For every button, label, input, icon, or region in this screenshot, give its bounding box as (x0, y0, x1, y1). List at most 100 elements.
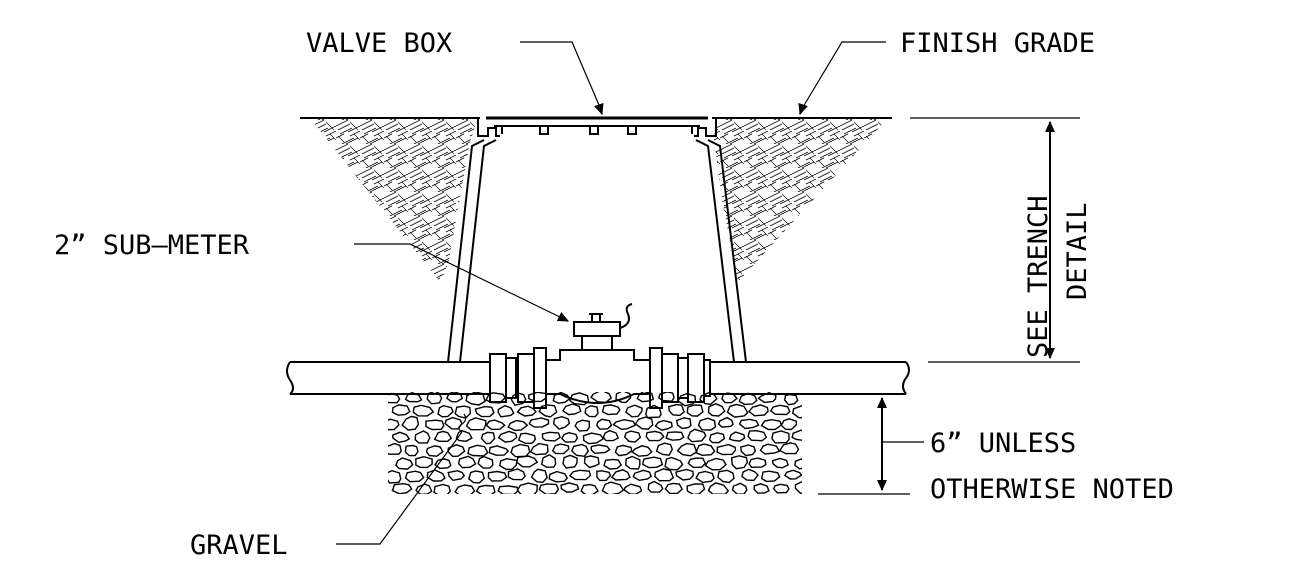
gravel-stone (780, 418, 798, 431)
gravel-stone (391, 482, 413, 494)
pipe (286, 361, 910, 395)
gravel-stone (425, 445, 444, 457)
label-see-trench: SEE TRENCH (1023, 195, 1054, 358)
sub-meter (489, 303, 711, 409)
gravel-stone (507, 419, 529, 432)
gravel-stone (769, 404, 791, 416)
leader-valve-box (520, 41, 604, 115)
gravel-stone (590, 392, 613, 404)
gravel-stone (516, 482, 538, 494)
gravel-stone (654, 468, 675, 482)
gravel-stone (510, 443, 531, 458)
gravel-stone (552, 415, 571, 430)
gravel-stone (687, 428, 707, 443)
gravel-stone (675, 417, 692, 430)
gravel-stone (415, 455, 433, 469)
gravel-stone (437, 404, 454, 418)
gravel-stone (747, 404, 769, 417)
gravel-stone (771, 430, 790, 444)
label-detail: DETAIL (1062, 202, 1093, 300)
gravel-stone (580, 483, 599, 494)
gravel-stone (687, 457, 707, 469)
gravel-stone (391, 404, 411, 416)
label-depth-line-2: OTHERWISE NOTED (930, 474, 1174, 505)
gravel-stone (726, 403, 749, 418)
gravel-stone (590, 444, 611, 455)
gravel-stone (485, 419, 506, 431)
gravel-stone (434, 458, 452, 470)
gravel-stone (562, 454, 578, 469)
gravel-stone (728, 431, 746, 442)
gravel-stone (412, 404, 435, 417)
gravel-stone (583, 455, 600, 469)
gravel-stone (454, 405, 472, 419)
gravel-stone (730, 455, 749, 470)
gravel-stone (395, 457, 414, 470)
gravel-stone (791, 429, 802, 441)
gravel-stone (551, 443, 570, 455)
gravel-stone (695, 470, 715, 484)
gravel-stone (665, 431, 685, 441)
gravel-stone (388, 418, 400, 431)
leader-sub-meter (354, 243, 569, 322)
gravel-stone (740, 444, 757, 457)
gravel-stone (614, 444, 633, 457)
gravel-stone (631, 445, 653, 457)
gravel-stone (528, 417, 550, 428)
gravel-stone (694, 443, 716, 457)
gravel-stone (538, 483, 560, 494)
gravel-stone (447, 469, 466, 482)
gravel-stone (499, 457, 518, 471)
gravel-stone (668, 403, 685, 417)
gravel-stone (602, 429, 620, 442)
gravel-stone (433, 483, 451, 494)
gravel-stone (610, 469, 631, 481)
gravel-stone (529, 442, 549, 456)
gravel-stone (574, 419, 591, 432)
gravel-stone (747, 429, 768, 442)
gravel-stone (760, 470, 781, 483)
gravel-stone (697, 417, 717, 431)
gravel-stone (596, 470, 612, 482)
soil-hatch-left (310, 118, 478, 282)
gravel-stone (603, 458, 623, 470)
gravel-stone (426, 392, 443, 405)
gravel-stone (707, 482, 730, 494)
gravel-stone (645, 430, 665, 442)
gravel-stone (717, 469, 735, 484)
gravel-stone (778, 442, 800, 455)
gravel-stone (480, 431, 496, 445)
gravel-stone (707, 403, 726, 417)
gravel-stone (388, 469, 402, 484)
gravel-stone (467, 444, 489, 457)
gravel-stone (783, 469, 802, 480)
gravel-stone (708, 432, 726, 444)
dimension-gravel-depth (818, 397, 924, 495)
gravel-stone (562, 403, 582, 416)
gravel-stone (664, 456, 684, 471)
gravel-stone (497, 485, 519, 494)
gravel-stone (507, 468, 526, 481)
gravel-stone (716, 443, 737, 456)
gravel-stone (654, 419, 673, 431)
gravel-stone (561, 431, 579, 443)
valve-box (447, 116, 747, 363)
gravel-stone (601, 404, 621, 416)
gravel-stone (517, 432, 537, 445)
gravel-stone (475, 484, 496, 494)
soil-hatch-right (714, 118, 888, 282)
gravel-stone (582, 432, 605, 445)
gravel-bed (388, 392, 802, 494)
gravel-stone (467, 470, 486, 484)
gravel-stone (783, 393, 799, 406)
gravel-stone (596, 418, 613, 430)
gravel-stone (548, 470, 569, 483)
gravel-stone (601, 481, 625, 494)
gravel-stone (516, 455, 539, 468)
gravel-stone (794, 458, 802, 470)
gravel-stone (425, 419, 445, 431)
gravel-stone (625, 455, 641, 470)
label-gravel: GRAVEL (190, 530, 288, 561)
gravel-stone (675, 468, 694, 481)
